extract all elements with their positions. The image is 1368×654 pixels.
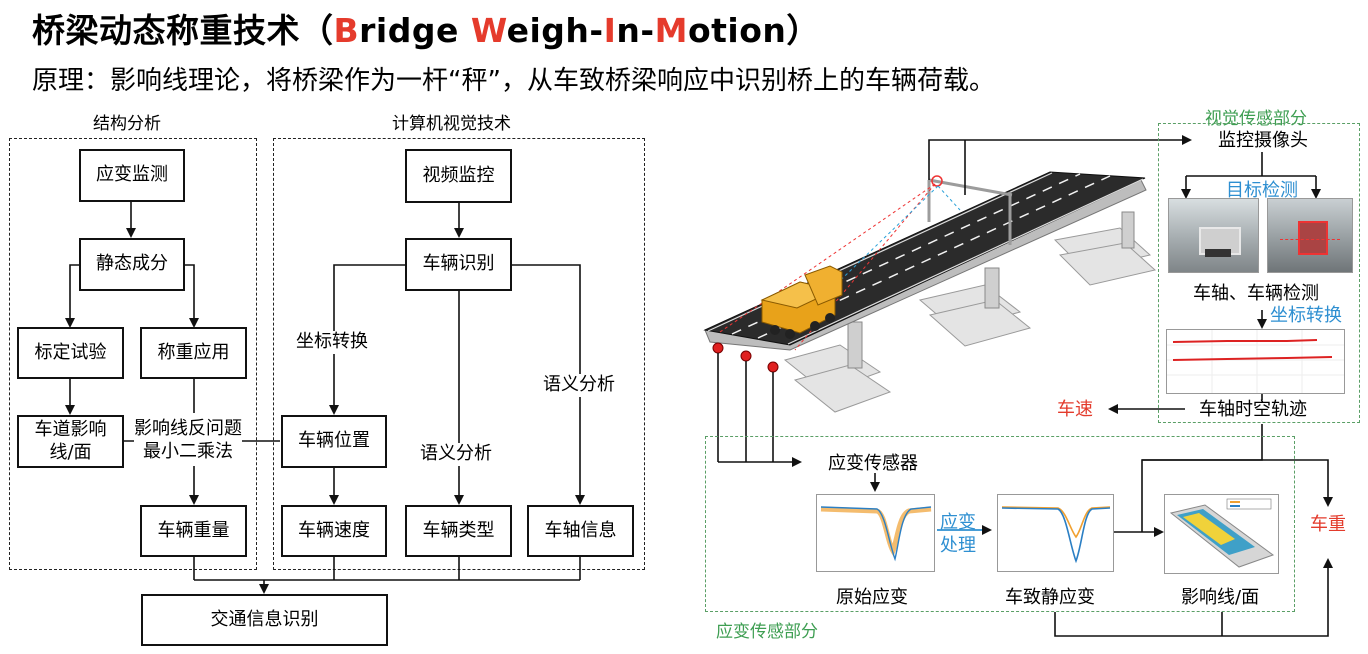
truck-icon [760, 265, 843, 339]
static-strain-curves [1001, 506, 1111, 564]
title-text-segment: n- [616, 11, 655, 50]
vehicle-induced-static-strain-label: 车致静应变 [1005, 587, 1095, 608]
raw-strain-label: 原始应变 [836, 587, 908, 608]
coordinate-transform-label: 坐标转换 [296, 331, 368, 354]
strain-sensing-frame [705, 436, 1295, 612]
calibration-test-box: 标定试验 [17, 327, 124, 379]
vision-sensing-frame [1158, 123, 1360, 423]
camera-frame-thumbnail-2 [1267, 198, 1353, 273]
vehicle-weight-output-label: 车重 [1310, 514, 1346, 535]
principle-text: 原理：影响线理论，将桥梁作为一杆“秤”，从车致桥梁响应中识别桥上的车辆荷载。 [32, 66, 995, 96]
lane-influence-surface-box: 车道影响 线/面 [17, 415, 124, 468]
static-strain-plot [997, 494, 1114, 572]
title-english: Bridge Weigh-In-Motion [334, 11, 787, 50]
axle-vehicle-detection-label: 车轴、车辆检测 [1193, 283, 1319, 304]
strain-sensing-part-label: 应变传感部分 [716, 622, 818, 642]
strain-sensor-label: 应变传感器 [828, 453, 918, 474]
title-accent-letter: M [654, 11, 688, 50]
strain-monitoring-box: 应变监测 [79, 149, 185, 202]
computer-vision-label: 计算机视觉技术 [392, 114, 511, 134]
vehicle-position-box: 车辆位置 [281, 415, 387, 468]
axle-spatiotemporal-trajectory-label: 车轴时空轨迹 [1199, 399, 1307, 420]
vision-sensing-part-label: 视觉传感部分 [1205, 109, 1307, 129]
weighing-application-box: 称重应用 [140, 327, 247, 379]
bridge-illustration [703, 171, 1157, 413]
title-accent-letter: B [333, 11, 360, 50]
vehicle-speed-output-label: 车速 [1057, 399, 1093, 420]
vehicle-weight-box: 车辆重量 [140, 505, 247, 557]
semantic-analysis-middle-label: 语义分析 [420, 443, 492, 466]
structural-analysis-frame [9, 138, 257, 570]
raw-strain-curves [820, 506, 932, 562]
influence-line-surface-label: 影响线/面 [1181, 587, 1260, 608]
coordinate-transform-right-label: 坐标转换 [1270, 305, 1342, 326]
title-chinese: 桥梁动态称重技术（ [32, 11, 334, 50]
influence-surface-plot [1164, 494, 1279, 574]
traffic-info-recognition-box: 交通信息识别 [141, 594, 388, 646]
axle-trajectory-plot [1166, 329, 1345, 394]
camera-frame-thumbnail-1 [1168, 198, 1259, 273]
trajectory-lines [1167, 330, 1344, 393]
structural-analysis-label: 结构分析 [93, 114, 161, 134]
title-close: ） [786, 11, 820, 50]
target-detection-label: 目标检测 [1226, 180, 1298, 203]
camera-label: 监控摄像头 [1218, 130, 1308, 151]
raw-strain-plot [816, 494, 935, 572]
semantic-analysis-right-label: 语义分析 [543, 374, 615, 397]
vehicle-type-box: 车辆类型 [405, 505, 512, 557]
vehicle-recognition-box: 车辆识别 [405, 238, 512, 291]
title-text-segment: eigh- [506, 11, 604, 50]
title-accent-letter: W [470, 11, 507, 50]
influence-surface-3d [1169, 498, 1275, 568]
inverse-problem-label: 影响线反问题 最小二乘法 [134, 418, 242, 463]
static-component-box: 静态成分 [79, 238, 185, 291]
title-accent-letter: I [603, 11, 617, 50]
page-title: 桥梁动态称重技术（Bridge Weigh-In-Motion） [32, 4, 820, 52]
axle-info-box: 车轴信息 [527, 505, 634, 557]
strain-processing-label: 应变 处理 [940, 512, 976, 556]
video-monitoring-box: 视频监控 [405, 149, 512, 203]
vehicle-speed-box: 车辆速度 [281, 505, 387, 557]
title-text-segment: ridge [359, 11, 471, 50]
title-text-segment: otion [687, 11, 787, 50]
